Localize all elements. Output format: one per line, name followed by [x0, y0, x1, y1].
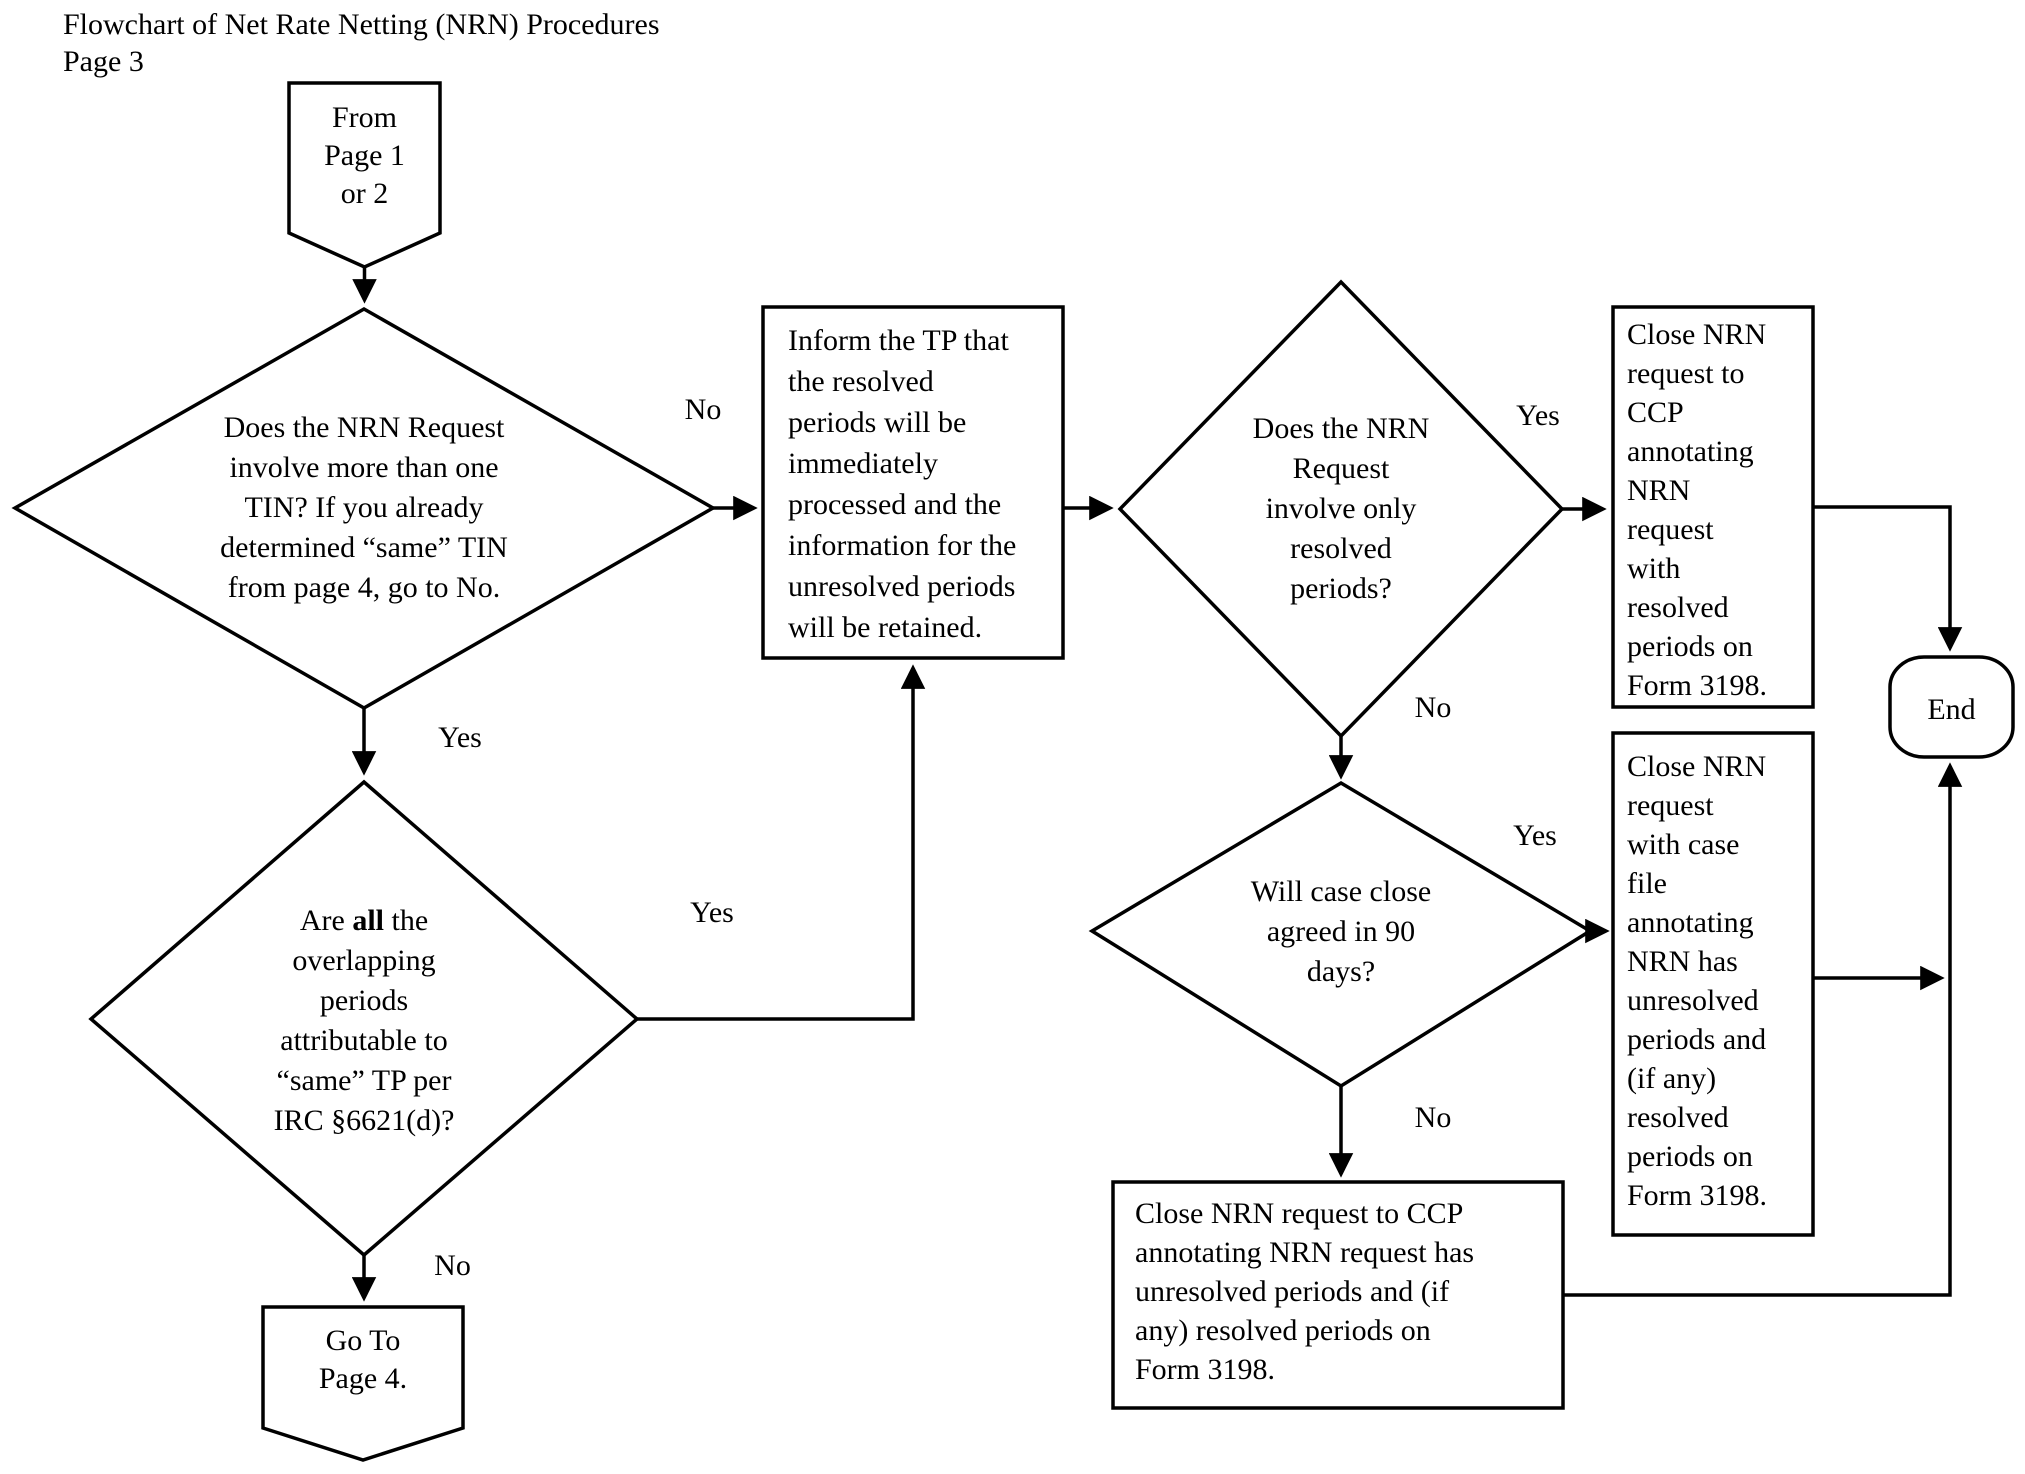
end-terminator-label: End: [1927, 693, 1976, 726]
goto-page4-connector-shape: [261, 1305, 465, 1462]
from-connector-label: From Page 1 or 2: [324, 101, 405, 210]
overlapping-label-rest: the overlapping periods attributable to …: [273, 904, 455, 1137]
decision-case-close-label: Will case close agreed in 90 days?: [1250, 875, 1432, 988]
d1-no-label: No: [684, 393, 722, 426]
arrow-d2-yes-to-inform: [637, 664, 926, 1021]
inform-tp-box-shape: [761, 305, 1065, 660]
connector-close-unresolved-to-end: [1563, 762, 1963, 1297]
connector-close-resolved-to-end: [1813, 505, 1963, 652]
close-ccp-resolved-label: Close NRN request to CCP annotating NRN …: [1627, 318, 1768, 702]
d4-yes-label: Yes: [1513, 819, 1557, 852]
decision-overlapping-label: Are all the overlapping periods attribut…: [214, 901, 514, 1141]
overlapping-label-prefix: Are: [299, 904, 353, 937]
close-case-file-label: Close NRN request with case file annotat…: [1627, 750, 1768, 1212]
page-title-line2: Page 3: [63, 45, 144, 78]
d2-no-label: No: [434, 1249, 471, 1282]
page-title: Flowchart of Net Rate Netting (NRN) Proc…: [63, 6, 883, 80]
goto-page4-label: Go To Page 4.: [318, 1324, 408, 1395]
page-title-line1: Flowchart of Net Rate Netting (NRN) Proc…: [63, 8, 660, 41]
decision-only-resolved-label: Does the NRN Request involve only resolv…: [1252, 412, 1430, 605]
close-ccp-resolved-box-shape: [1611, 305, 1815, 709]
close-case-file-box-shape: [1611, 731, 1815, 1237]
d4-no-label: No: [1414, 1101, 1452, 1134]
decision-multiple-tin-label: Does the NRN Request involve more than o…: [220, 411, 508, 604]
inform-tp-label: Inform the TP that the resolved periods …: [788, 324, 1017, 644]
from-connector-shape: [287, 81, 442, 269]
d2-yes-label: Yes: [690, 896, 734, 929]
d1-yes-label: Yes: [438, 721, 482, 754]
d3-no-label: No: [1414, 691, 1452, 724]
d3-yes-label: Yes: [1516, 399, 1560, 432]
end-terminator-shape: [1888, 655, 2015, 759]
close-ccp-unresolved-label: Close NRN request to CCP annotating NRN …: [1135, 1197, 1475, 1386]
overlapping-label-bold: all: [352, 904, 384, 937]
